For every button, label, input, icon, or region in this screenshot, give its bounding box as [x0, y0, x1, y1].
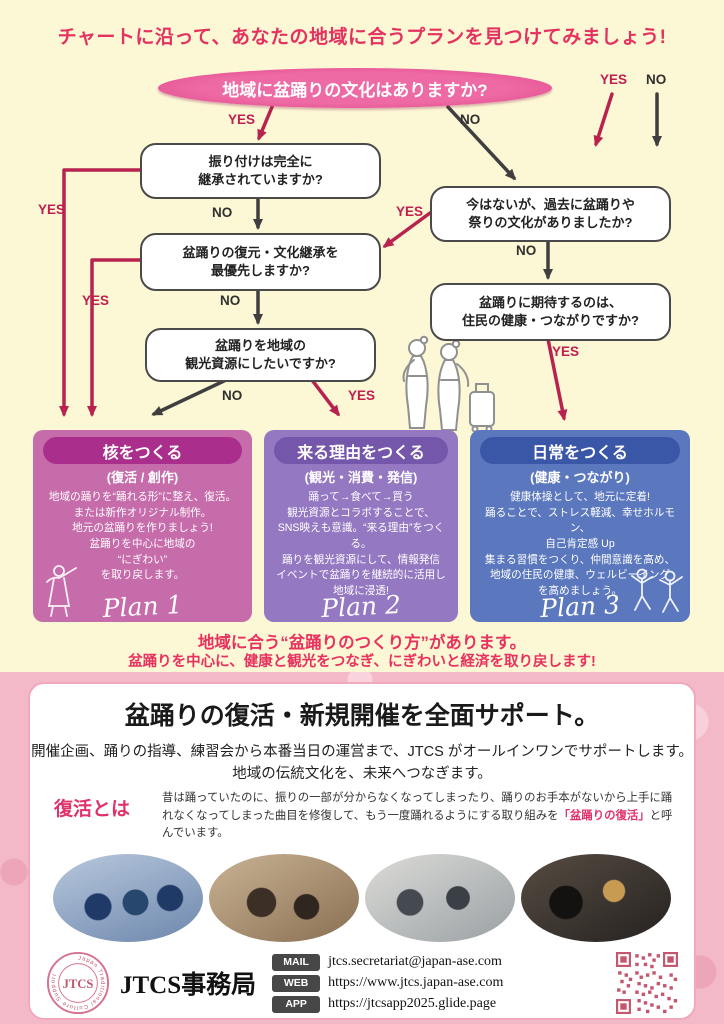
photo-dance-practice-1 [53, 854, 203, 942]
fukkatsu-text-highlight: 「盆踊りの復活」 [558, 809, 650, 822]
flow-question-3: 盆踊りの復元・文化継承を 最優先しますか? [140, 233, 381, 291]
contact-row-web: WEB https://www.jtcs.japan-ase.com [272, 974, 606, 992]
label-no: NO [222, 388, 243, 403]
label-yes: YES [552, 344, 580, 359]
plan2-body: 踊って→食べて→買う 観光資源とコラボすることで、 SNS映えも意識。“来る理由… [276, 491, 446, 598]
label-no: NO [220, 293, 241, 308]
label-no: NO [460, 112, 481, 127]
label-yes: YES [38, 202, 66, 217]
message-line-2: 盆踊りを中心に、健康と観光をつなぎ、にぎわいと経済を取り戻します! [128, 654, 596, 670]
message-line-1: 地域に合う“盆踊りのつくり方”があります。 [197, 634, 527, 652]
fukkatsu-text-before: 昔は踊っていたのに、振りの一部が分からなくなってしまったり、踊りのお手本がないか… [162, 792, 673, 822]
plan1-dancer-illustration [46, 565, 77, 617]
photo-dance-practice-2 [209, 854, 359, 942]
web-url: https://www.jtcs.japan-ase.com [328, 975, 504, 990]
fukkatsu-description: 昔は踊っていたのに、振りの一部が分からなくなってしまったり、踊りのお手本がないか… [162, 790, 674, 843]
support-body-2: 地域の伝統文化を、未来へつなぎます。 [232, 766, 492, 782]
plan3-body: 健康体操として、地元に定着! 踊ることで、ストレス軽減、幸せホルモン、 自己肯定… [484, 491, 676, 598]
contact-row-app: APP https://jtcsapp2025.glide.page [272, 995, 606, 1013]
support-title: 盆踊りの復活・新規開催を全面サポート。 [124, 703, 600, 730]
plan1-body: 地域の踊りを“踊れる形”に整え、復活。 または新作オリジナル制作。 地元の盆踊り… [48, 491, 237, 582]
organization-name: JTCS事務局 [120, 972, 257, 999]
label-yes: YES [348, 388, 376, 403]
label-no: NO [646, 72, 667, 87]
app-url: https://jtcsapp2025.glide.page [328, 996, 497, 1011]
flow-start-question: 地域に盆踊りの文化はありますか? [158, 68, 552, 108]
web-label: WEB [272, 974, 321, 992]
mail-label: MAIL [272, 953, 321, 971]
plan1-subtitle: (復活 / 創作) [106, 470, 179, 485]
fukkatsu-text-after: と呼んでいます。 [162, 809, 673, 840]
fukkatsu-label: 復活とは [54, 799, 131, 820]
footer-row: Japan Traditional Culture Support JTCS J… [30, 950, 694, 1016]
plan2-subtitle: (観光・消費・発信) [304, 470, 418, 485]
support-body-1: 開催企画、踊りの指導、練習会から本番当日の運営まで、JTCS がオールインワンで… [31, 744, 693, 760]
plan-card-2: 来る理由をつくる (観光・消費・発信) 踊って→食べて→買う 観光資源とコラボす… [264, 430, 458, 623]
page-title: チャートに沿って、あなたの地域に合うプランを見つけてみましょう! [57, 27, 667, 48]
photo-sound-equipment [521, 854, 671, 942]
qr-code [616, 952, 678, 1014]
flow-question-1: 振り付けは完全に 継承されていますか? [140, 143, 381, 199]
label-no: NO [212, 205, 233, 220]
plan-card-1: 核をつくる (復活 / 創作) 地域の踊りを“踊れる形”に整え、復活。 または新… [33, 430, 252, 623]
logo-center-text: JTCS [63, 977, 94, 991]
support-section: 盆踊りの復活・新規開催を全面サポート。 開催企画、踊りの指導、練習会から本番当日… [0, 672, 724, 1024]
mail-address: jtcs.secretariat@japan-ase.com [328, 954, 502, 969]
support-card: 盆踊りの復活・新規開催を全面サポート。 開催企画、踊りの指導、練習会から本番当日… [28, 682, 696, 1020]
plan2-title: 来る理由をつくる [274, 437, 448, 464]
app-label: APP [272, 995, 321, 1013]
label-no: NO [516, 243, 537, 258]
contact-row-mail: MAIL jtcs.secretariat@japan-ase.com [272, 953, 606, 971]
flow-question-5: 盆踊りを地域の 観光資源にしたいですか? [145, 328, 376, 382]
flow-question-4: 盆踊りに期待するのは、 住民の健康・つながりですか? [430, 283, 671, 341]
plan1-title: 核をつくる [43, 437, 242, 464]
jtcs-logo: Japan Traditional Culture Support JTCS [46, 951, 110, 1015]
label-yes: YES [600, 72, 628, 87]
contact-list: MAIL jtcs.secretariat@japan-ase.com WEB … [272, 953, 606, 1013]
plan-card-3: 日常をつくる (健康・つながり) 健康体操として、地元に定着! 踊ることで、スト… [470, 430, 690, 623]
plan3-subtitle: (健康・つながり) [530, 470, 630, 485]
plan3-dancers-illustration [631, 568, 683, 613]
plan3-title: 日常をつくる [480, 437, 680, 464]
travelers-illustration [402, 335, 495, 433]
photo-row [30, 854, 694, 942]
label-yes: YES [228, 112, 256, 127]
label-yes: YES [82, 293, 110, 308]
photo-dance-practice-3 [365, 854, 515, 942]
flow-question-2: 今はないが、過去に盆踊りや 祭りの文化がありましたか? [430, 186, 671, 242]
label-yes: YES [396, 204, 424, 219]
